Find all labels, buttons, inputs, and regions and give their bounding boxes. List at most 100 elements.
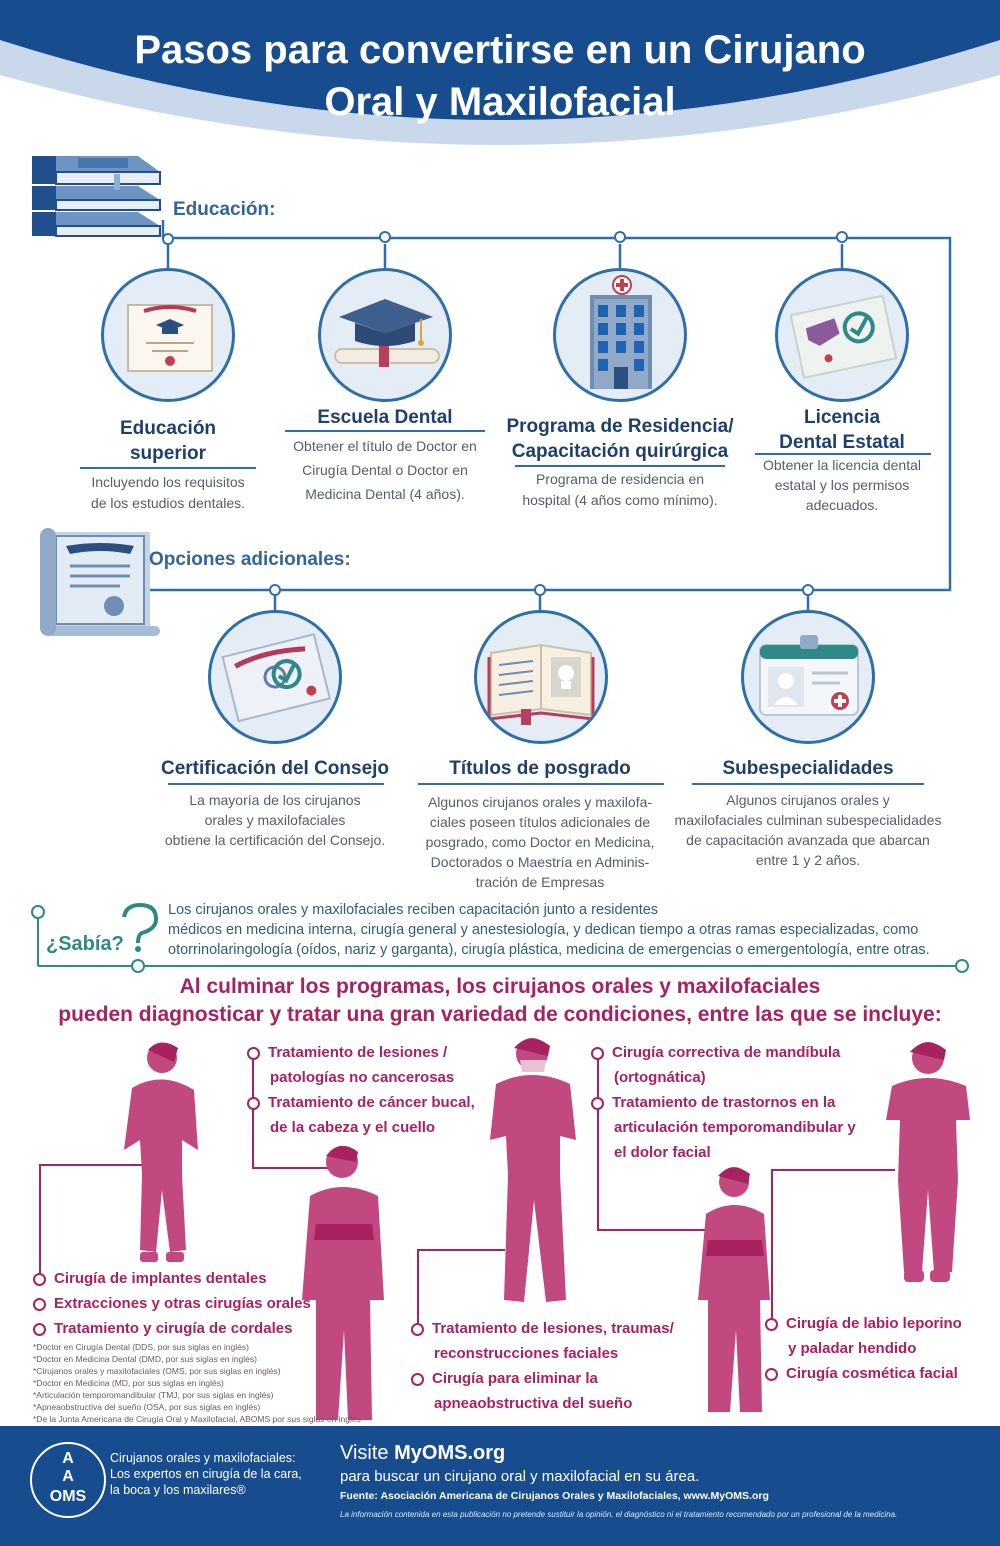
desc-line: Programa de residencia en — [535, 471, 705, 487]
flow-node — [614, 231, 626, 243]
desc-line: Incluyendo los requisitos — [91, 474, 245, 490]
condition-item: Cirugía correctiva de mandíbula — [591, 1040, 856, 1065]
title-underline — [168, 783, 384, 785]
condition-item: Tratamiento y cirugía de cordales — [33, 1316, 311, 1341]
condition-text: Cirugía correctiva de mandíbula — [612, 1044, 841, 1061]
step-desc-posgrado: Algunos cirujanos orales y maxilofa- cia… — [405, 792, 675, 892]
title-line: Certificación del Consejo — [160, 758, 390, 779]
footnotes: *Doctor en Cirugía Dental (DDS, por sus … — [33, 1341, 413, 1425]
desc-line: entre 1 y 2 años. — [755, 852, 861, 868]
hospital-icon — [590, 275, 652, 389]
desc-line: posgrado, como Doctor en Medicina, — [425, 834, 655, 850]
condition-text: Cirugía para eliminar la — [432, 1370, 598, 1387]
visit-prefix: Visite — [340, 1442, 395, 1464]
bullet-icon — [591, 1046, 604, 1060]
step-desc-licencia: Obtener la licencia dental estatal y los… — [742, 455, 942, 515]
sabia-line: médicos en medicina interna, cirugía gen… — [168, 922, 919, 938]
disclaimer-text: La información contenida en esta publica… — [340, 1510, 898, 1519]
condition-item: Tratamiento de trastornos en la — [591, 1090, 856, 1115]
desc-line: Obtener la licencia dental — [763, 457, 921, 473]
header-banner — [0, 0, 1000, 145]
desc-line: orales y maxilofaciales — [204, 812, 346, 828]
condition-text: Tratamiento de lesiones, traumas/ — [432, 1320, 674, 1337]
desc-line: obtiene la certificación del Consejo. — [164, 832, 386, 848]
condition-text: Cirugía de labio leporino — [786, 1315, 962, 1332]
step-desc-educacion-superior: Incluyendo los requisitos de los estudio… — [70, 472, 266, 514]
heading-line: pueden diagnosticar y tratar una gran va… — [58, 1003, 942, 1026]
condition-text: articulación temporomandibular y — [614, 1119, 856, 1136]
sabia-label: ¿Sabía? — [46, 933, 124, 955]
source-text: Fuente: Asociación Americana de Cirujano… — [340, 1490, 769, 1502]
website-link[interactable]: MyOMS.org — [394, 1442, 506, 1464]
title-line-1: Pasos para convertirse en un Cirujano — [134, 28, 866, 72]
title-line: Títulos de posgrado — [449, 758, 631, 779]
conditions-group-1: Cirugía de implantes dentales Extraccion… — [33, 1266, 311, 1341]
desc-line: Cirugía Dental o Doctor en — [302, 462, 468, 478]
desc-line: adecuados. — [805, 497, 879, 513]
footnote: *Articulación temporomandibular (TMJ, po… — [33, 1390, 274, 1400]
title-underline — [285, 430, 485, 432]
condition-text: Tratamiento y cirugía de cordales — [54, 1320, 293, 1337]
flow-node — [836, 231, 848, 243]
bullet-icon — [411, 1322, 424, 1336]
footnote: *De la Junta Americana de Cirugía Oral y… — [33, 1414, 361, 1424]
condition-item: Cirugía cosmética facial — [765, 1361, 962, 1386]
conditions-group-5: Cirugía de labio leporino y paladar hend… — [765, 1311, 962, 1386]
title-line: superior — [129, 443, 207, 464]
title-line: Escuela Dental — [317, 407, 453, 428]
graduation-cap-icon — [334, 299, 440, 367]
title-underline — [515, 465, 725, 467]
diploma-circle — [101, 268, 235, 402]
title-underline — [80, 467, 256, 469]
condition-text: el dolor facial — [614, 1144, 711, 1161]
desc-line: Medicina Dental (4 años). — [305, 486, 465, 502]
page-title: Pasos para convertirse en un Cirujano Or… — [0, 24, 1000, 128]
footnote: *Doctor en Medicina (MD, por sus siglas … — [33, 1378, 224, 1388]
flow-node — [162, 233, 174, 245]
tagline: Cirujanos orales y maxilofaciales: Los e… — [110, 1450, 302, 1498]
desc-line: estatal y los permisos — [774, 477, 910, 493]
logo-text: A — [62, 1450, 74, 1467]
step-title-certificacion: Certificación del Consejo — [150, 756, 400, 781]
bullet-icon — [591, 1096, 604, 1110]
desc-line: tración de Empresas — [475, 874, 605, 890]
conditions-group-2: Tratamiento de lesiones / patologías no … — [247, 1040, 475, 1140]
tagline-line: Cirujanos orales y maxilofaciales: — [110, 1451, 296, 1465]
condition-text: Cirugía cosmética facial — [786, 1365, 958, 1382]
license-circle — [775, 268, 909, 402]
condition-text: Tratamiento de trastornos en la — [612, 1094, 836, 1111]
logo-text: OMS — [49, 1488, 87, 1505]
condition-item: Cirugía de implantes dentales — [33, 1266, 311, 1291]
step-desc-subespecialidades: Algunos cirujanos orales y maxilofaciale… — [662, 790, 954, 870]
title-underline — [692, 783, 924, 785]
bullet-icon — [765, 1317, 778, 1331]
desc-line: de los estudios dentales. — [90, 495, 246, 511]
bullet-icon — [33, 1297, 46, 1311]
condition-item: Cirugía de labio leporino — [765, 1311, 962, 1336]
flow-node — [379, 231, 391, 243]
diploma-icon — [127, 304, 213, 372]
step-desc-escuela-dental: Obtener el título de Doctor en Cirugía D… — [272, 434, 498, 506]
question-mark-icon — [122, 903, 159, 952]
board-certification-icon — [221, 633, 332, 723]
id-badge-icon — [759, 635, 859, 716]
sabia-lines — [31, 905, 969, 973]
desc-line: maxilofaciales culminan subespecialidade… — [674, 812, 942, 828]
condition-text: patologías no cancerosas — [270, 1069, 455, 1086]
step-title-licencia: Licencia Dental Estatal — [752, 405, 932, 455]
aaoms-logo: A A OMS — [30, 1442, 106, 1518]
step-title-escuela-dental: Escuela Dental — [285, 405, 485, 430]
desc-line: de capacitación avanzada que abarcan — [686, 832, 930, 848]
bullet-icon — [765, 1367, 778, 1381]
title-line-2: Oral y Maxilofacial — [324, 80, 676, 124]
bullet-icon — [33, 1322, 46, 1336]
desc-line: hospital (4 años como mínimo). — [522, 492, 718, 508]
tagline-line: la boca y los maxilares® — [110, 1483, 246, 1497]
conditions-illustration — [39, 1038, 970, 1420]
desc-line: ciales poseen títulos adicionales de — [429, 814, 651, 830]
title-line: Educación — [119, 418, 217, 439]
step-title-subespecialidades: Subespecialidades — [690, 756, 926, 781]
step-title-posgrado: Títulos de posgrado — [420, 756, 660, 781]
condition-item: Tratamiento de cáncer bucal, — [247, 1090, 475, 1115]
flow-node — [269, 584, 281, 596]
